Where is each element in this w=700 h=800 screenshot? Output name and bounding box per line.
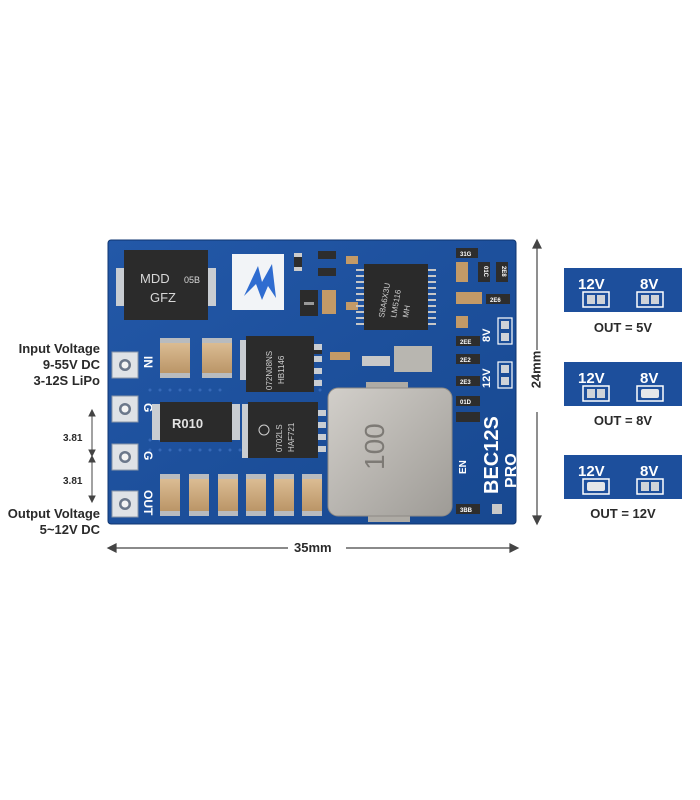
input-voltage-title: Input Voltage [18, 341, 100, 356]
input-capacitors [160, 338, 232, 378]
width-dimension-label: 35mm [294, 540, 332, 555]
output-voltage-title: Output Voltage [7, 506, 100, 521]
pad-label-g2: G [141, 451, 155, 460]
svg-text:2EE: 2EE [460, 340, 471, 346]
mosfet-low-side: 0702LS HAF721 [242, 402, 326, 458]
jumper-caption-8v: OUT = 8V [593, 413, 653, 428]
solder-pads [111, 351, 139, 518]
shunt-resistor: R010 [152, 402, 240, 442]
brand-logo [232, 254, 284, 310]
svg-text:EN: EN [458, 460, 469, 474]
input-voltage-cells: 3-12S LiPo [33, 373, 100, 388]
svg-text:12V: 12V [578, 463, 605, 480]
jumper-caption-12v: OUT = 12V [590, 506, 656, 521]
svg-text:8V: 8V [640, 370, 658, 387]
svg-text:R010: R010 [172, 416, 203, 431]
board-jumper-pads [497, 317, 513, 389]
svg-text:2E6: 2E6 [490, 298, 501, 304]
pad-label-g1: G [141, 403, 155, 412]
output-capacitors [160, 474, 322, 516]
pitch-label-1: 3.81 [63, 433, 83, 444]
svg-text:12V: 12V [578, 276, 605, 293]
svg-text:01C: 01C [482, 266, 488, 278]
pad-label-out: OUT [141, 490, 155, 516]
svg-text:072N08NS: 072N08NS [265, 351, 274, 390]
svg-text:3BB: 3BB [460, 508, 473, 514]
svg-text:12V: 12V [481, 368, 493, 388]
output-voltage-range: 5~12V DC [39, 522, 100, 537]
svg-text:31G: 31G [460, 252, 472, 258]
mosfet-high-side: 072N08NS HB1146 [240, 336, 322, 392]
svg-text:HAF721: HAF721 [287, 422, 296, 452]
svg-text:2E8: 2E8 [500, 266, 506, 277]
svg-text:2E2: 2E2 [460, 358, 471, 364]
svg-text:0702LS: 0702LS [275, 424, 284, 452]
pad-label-in: IN [141, 356, 155, 368]
jumper-caption-5v: OUT = 5V [593, 320, 653, 335]
power-inductor: 100 [327, 382, 453, 522]
svg-text:01D: 01D [460, 400, 472, 406]
schottky-diode: MDD 05B GFZ [116, 250, 216, 320]
svg-text:MDD: MDD [140, 271, 170, 286]
pitch-label-2: 3.81 [63, 476, 83, 487]
jumper-panel-12v: 12V 8V [564, 455, 682, 499]
jumper-panel-8v: 12V 8V [564, 362, 682, 406]
input-voltage-range: 9-55V DC [42, 357, 100, 372]
svg-text:MH: MH [401, 304, 412, 318]
svg-text:8V: 8V [481, 328, 493, 342]
svg-text:GFZ: GFZ [150, 290, 176, 305]
controller-ic: S8A6X3U LM5116 MH [356, 264, 436, 330]
svg-text:8V: 8V [640, 276, 658, 293]
board-model-sub: PRO [503, 453, 520, 488]
svg-text:8V: 8V [640, 463, 658, 480]
svg-text:HB1146: HB1146 [277, 355, 286, 384]
jumper-panel-5v: 12V 8V [564, 268, 682, 312]
svg-text:100: 100 [359, 423, 390, 470]
svg-text:2E3: 2E3 [460, 380, 471, 386]
svg-text:05B: 05B [184, 275, 200, 285]
svg-text:12V: 12V [578, 370, 605, 387]
board-model: BEC12S [481, 416, 503, 494]
